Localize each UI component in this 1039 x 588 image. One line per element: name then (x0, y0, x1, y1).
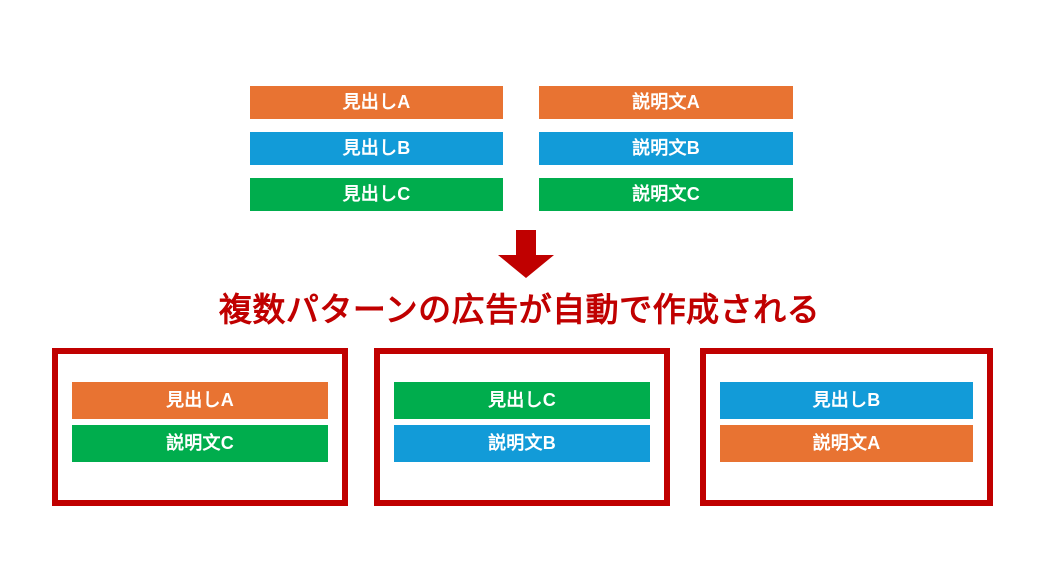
description-asset-pool: 説明文A 説明文B 説明文C (539, 86, 793, 211)
ad-description: 説明文B (394, 425, 650, 462)
description-asset-c[interactable]: 説明文C (539, 178, 793, 211)
headline-asset-a[interactable]: 見出しA (250, 86, 503, 119)
headline-asset-pool: 見出しA 見出しB 見出しC (250, 86, 503, 211)
description-asset-b[interactable]: 説明文B (539, 132, 793, 165)
generated-ad-card-1[interactable]: 見出しA 説明文C (52, 348, 348, 506)
ad-headline: 見出しC (394, 382, 650, 419)
source-asset-pools: 見出しA 見出しB 見出しC 説明文A 説明文B 説明文C (0, 0, 1039, 220)
result-heading: 複数パターンの広告が自動で作成される (218, 291, 821, 328)
ad-headline: 見出しB (720, 382, 973, 419)
down-arrow-icon (498, 230, 554, 278)
ad-description: 説明文A (720, 425, 973, 462)
ad-description: 説明文C (72, 425, 328, 462)
generated-ad-card-2[interactable]: 見出しC 説明文B (374, 348, 670, 506)
ad-card-content: 見出しB 説明文A (720, 382, 973, 462)
headline-asset-b[interactable]: 見出しB (250, 132, 503, 165)
generated-ad-card-3[interactable]: 見出しB 説明文A (700, 348, 993, 506)
description-asset-a[interactable]: 説明文A (539, 86, 793, 119)
headline-asset-c[interactable]: 見出しC (250, 178, 503, 211)
ad-card-content: 見出しC 説明文B (394, 382, 650, 462)
ad-card-content: 見出しA 説明文C (72, 382, 328, 462)
generated-ads-container: 見出しA 説明文C 見出しC 説明文B 見出しB 説明文A (0, 348, 1039, 508)
ad-headline: 見出しA (72, 382, 328, 419)
